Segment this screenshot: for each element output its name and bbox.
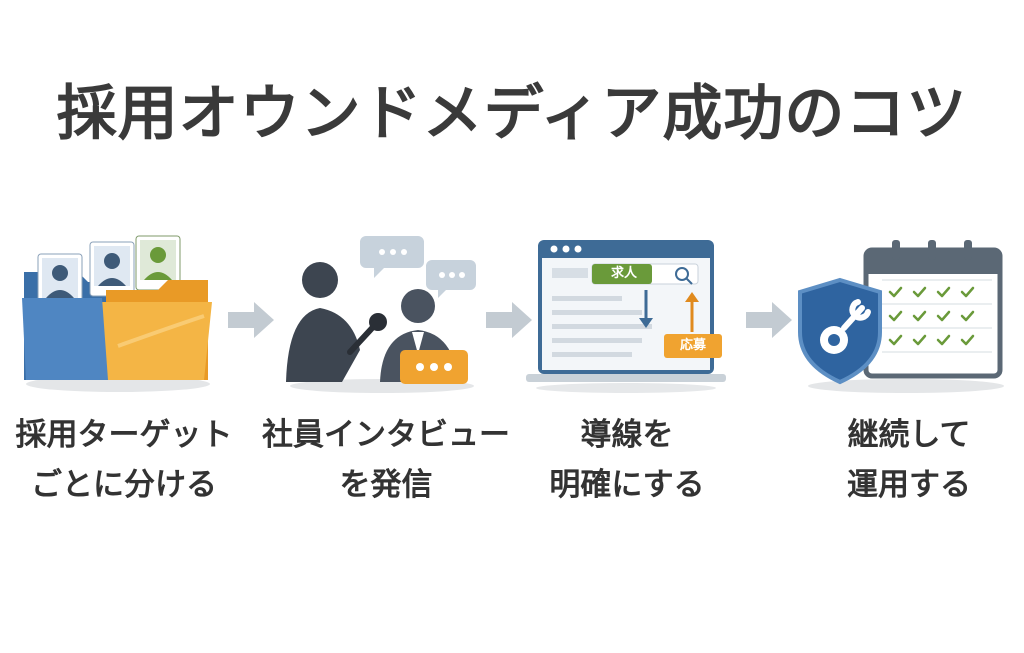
folder-with-profiles-icon: [22, 235, 212, 392]
step-caption: 導線を 明確にする: [549, 417, 705, 503]
browser-window-icon: 求人 応募: [526, 238, 726, 394]
calendar-shield-icon: [798, 240, 1004, 393]
interview-people-icon: [286, 236, 476, 393]
arrow-right-icon: [486, 302, 532, 338]
arrow-right-icon: [228, 302, 274, 338]
step-caption: 採用ターゲット ごとに分ける: [15, 417, 233, 503]
step-caption: 継続して 運用する: [847, 417, 971, 503]
apply-label: 応募: [679, 338, 706, 353]
step-caption: 社員インタビュー を発信: [262, 417, 510, 503]
job-label: 求人: [610, 266, 637, 281]
page-title: 採用オウンドメディア成功のコツ: [56, 79, 968, 149]
arrow-right-icon: [746, 302, 792, 338]
